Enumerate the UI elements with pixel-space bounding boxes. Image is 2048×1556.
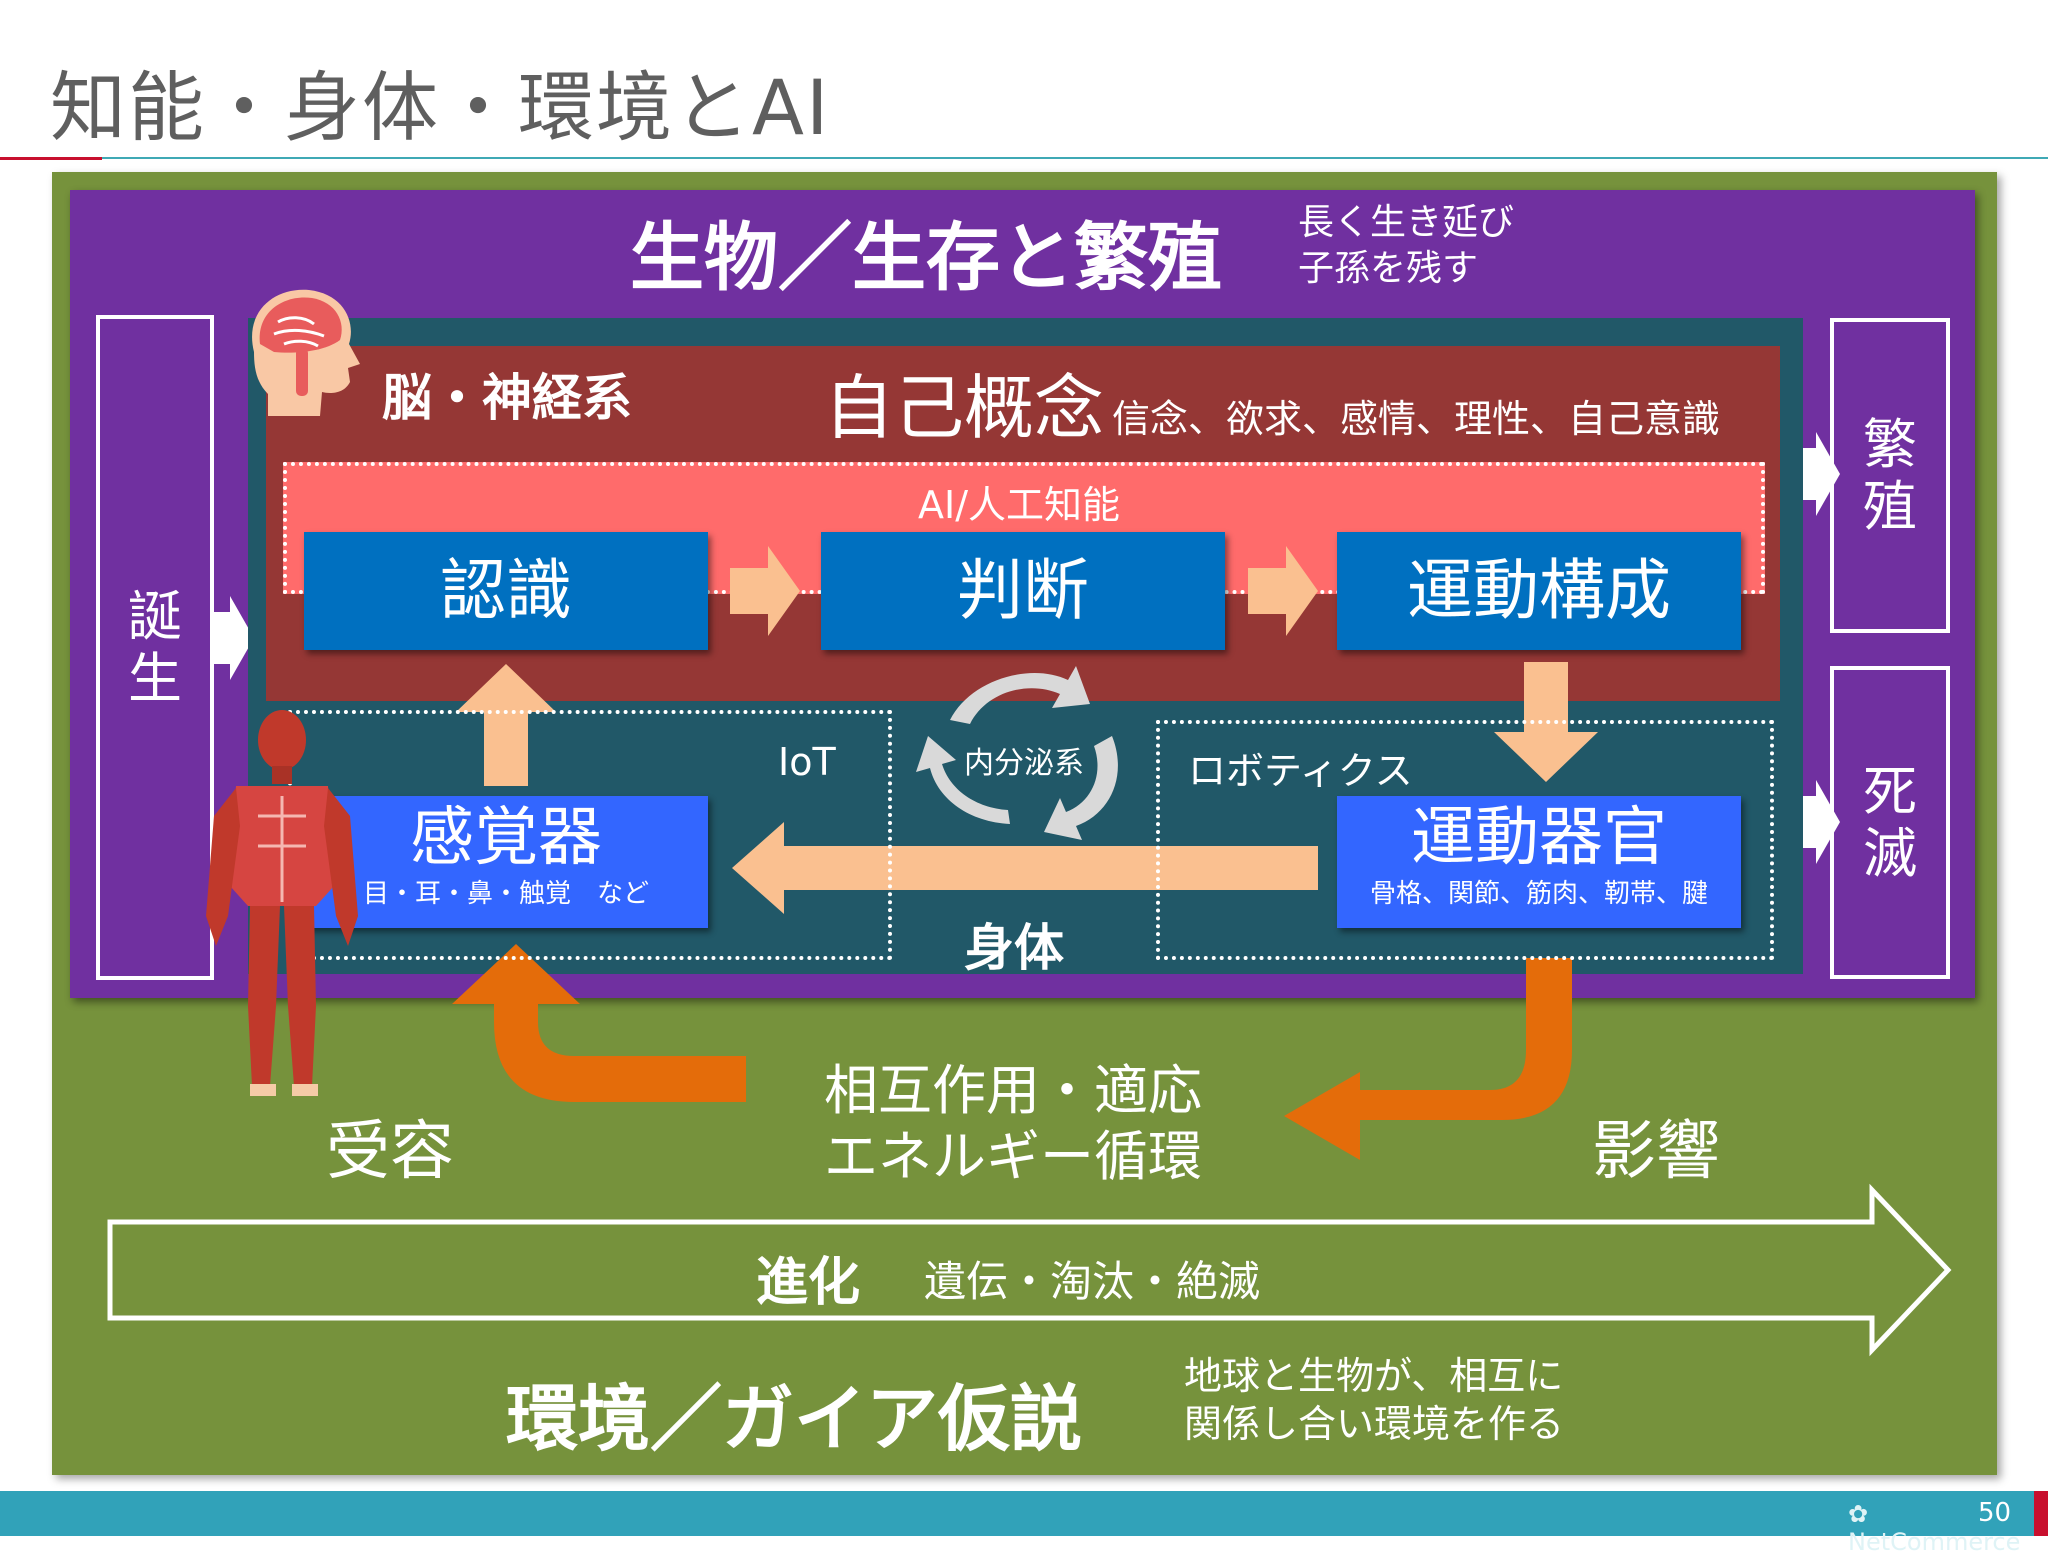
slide-title: 知能・身体・環境とAI	[50, 63, 831, 152]
robotics-zone	[1156, 720, 1774, 960]
organism-title: 生物／生存と繁殖	[630, 215, 1222, 301]
evolution-arrow-icon	[107, 1183, 1952, 1357]
birth-box: 誕生	[96, 315, 214, 980]
recognition-to-judgment-arrow-icon	[730, 546, 800, 636]
environment-subtitle-line2: 関係し合い環境を作る	[1184, 1402, 1565, 1446]
motor-organ-box: 運動器官 骨格、関節、筋肉、靭帯、腱	[1337, 796, 1741, 928]
organ-to-sensor-arrow-icon	[732, 822, 1318, 914]
birth-label-2: 生	[128, 646, 182, 710]
footer-bar	[0, 1491, 2048, 1536]
environment-subtitle-line1: 地球と生物が、相互に	[1184, 1354, 1564, 1398]
sensor-label: 感覚器	[410, 801, 602, 875]
reproduction-label-2: 殖	[1863, 474, 1917, 538]
birth-arrow-icon	[214, 596, 254, 680]
robotics-label: ロボティクス	[1188, 749, 1413, 793]
organism-subtitle: 長く生き延び 子孫を残す	[1298, 200, 1514, 292]
motor-planning-box: 運動構成	[1337, 532, 1741, 650]
judgment-to-motor-arrow-icon	[1248, 546, 1318, 636]
organism-subtitle-line1: 長く生き延び	[1298, 202, 1515, 243]
endocrine-cycle-icon-2	[1044, 736, 1118, 840]
endocrine-cycle-icon-3	[916, 736, 1010, 824]
sensor-box: 感覚器 目・耳・鼻・触覚 など	[304, 796, 708, 928]
sensor-to-recognition-arrow-icon	[456, 664, 556, 786]
receptance-label: 受容	[326, 1115, 454, 1189]
interaction-text: 相互作用・適応 エネルギー循環	[824, 1058, 1202, 1190]
extinction-arrow-icon	[1800, 780, 1840, 864]
reproduction-box: 繁殖	[1830, 318, 1950, 633]
iot-label: IoT	[778, 740, 836, 784]
recognition-box: 認識	[304, 532, 708, 650]
sensor-detail: 目・耳・鼻・触覚 など	[362, 879, 649, 909]
extinction-label-2: 滅	[1863, 821, 1917, 885]
human-anatomy-icon	[206, 710, 358, 1096]
interaction-line2: エネルギー循環	[824, 1125, 1202, 1188]
interaction-line1: 相互作用・適応	[824, 1059, 1202, 1122]
brain-head-icon	[252, 289, 360, 416]
judgment-box: 判断	[821, 532, 1225, 650]
organism-subtitle-line2: 子孫を残す	[1298, 248, 1479, 289]
brain-label: 脳・神経系	[382, 369, 632, 427]
reproduction-arrow-icon	[1800, 432, 1840, 516]
evolution-label: 進化	[756, 1253, 861, 1313]
influence-arrow-icon	[1284, 958, 1572, 1160]
title-rule	[102, 157, 2048, 159]
environment-title: 環境／ガイア仮説	[506, 1377, 1083, 1461]
page-number: 50	[1978, 1498, 2012, 1528]
self-concept-detail: 信念、欲求、感情、理性、自己意識	[1112, 397, 1721, 441]
influence-label: 影響	[1592, 1115, 1720, 1189]
extinction-label-1: 死	[1863, 759, 1917, 823]
receptance-arrow-icon	[452, 944, 746, 1102]
footer-accent	[2034, 1491, 2048, 1536]
motor-organ-detail: 骨格、関節、筋肉、靭帯、腱	[1369, 879, 1708, 909]
title-rule-accent	[0, 157, 102, 160]
logo-icon: ✿	[1848, 1500, 1869, 1528]
environment-subtitle: 地球と生物が、相互に 関係し合い環境を作る	[1184, 1352, 1564, 1448]
evolution-detail: 遺伝・淘汰・絶滅	[924, 1257, 1261, 1306]
company-logo: ✿ NetCommerce	[1848, 1500, 2048, 1556]
reproduction-label-1: 繁	[1863, 412, 1917, 476]
endocrine-label: 内分泌系	[964, 746, 1084, 781]
motor-organ-label: 運動器官	[1411, 801, 1667, 875]
body-label: 身体	[964, 919, 1064, 977]
self-concept-label: 自己概念	[824, 367, 1104, 449]
birth-label-1: 誕	[128, 584, 182, 648]
logo-text: NetCommerce	[1848, 1528, 2021, 1556]
endocrine-cycle-icon	[950, 666, 1090, 724]
ai-label: AI/人工知能	[918, 483, 1121, 527]
extinction-box: 死滅	[1830, 666, 1950, 979]
